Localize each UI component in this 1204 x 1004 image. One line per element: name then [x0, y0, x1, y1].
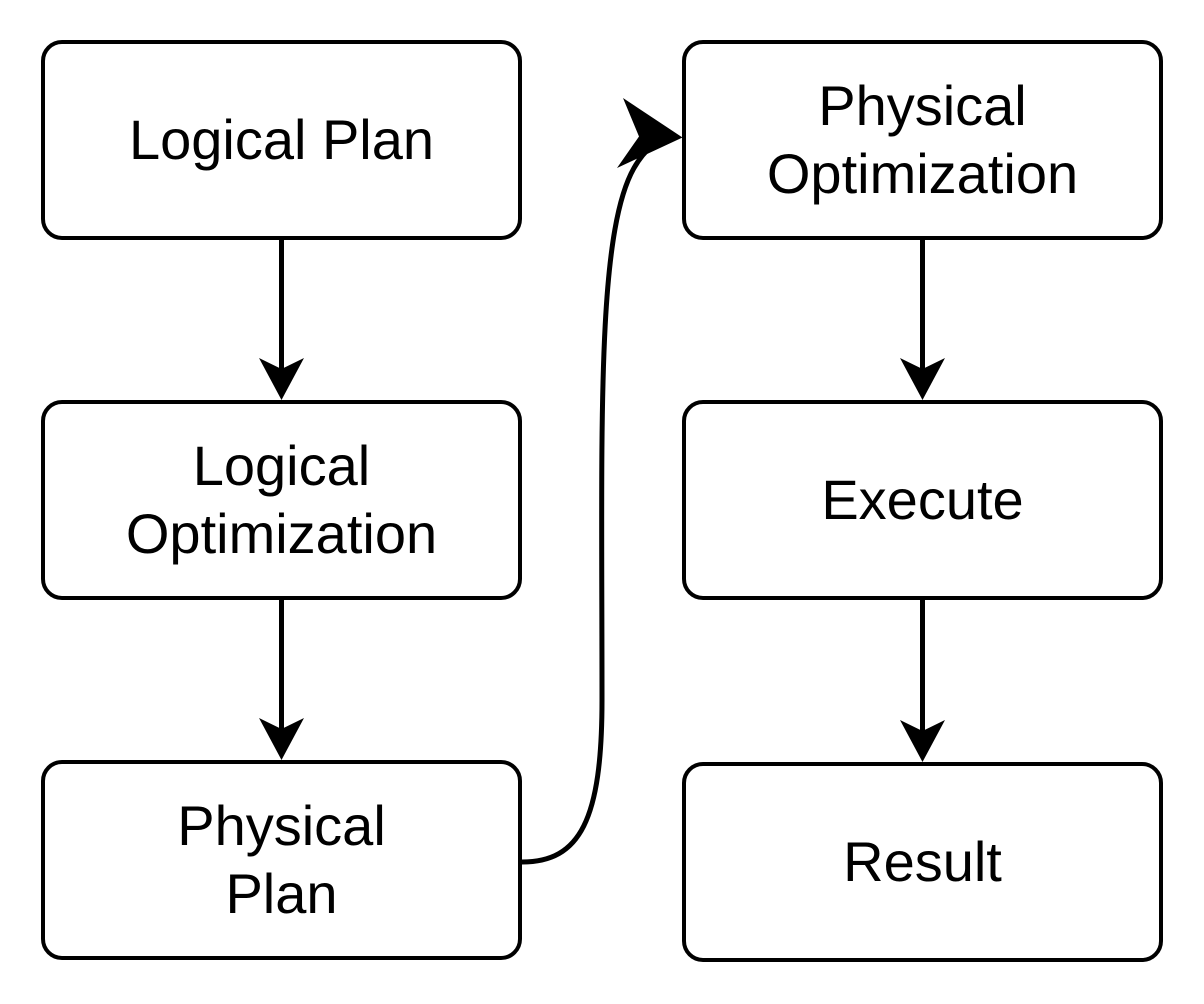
node-physical-optimization-label: Physical Optimization	[766, 74, 1079, 205]
arrowhead-icon	[900, 720, 945, 762]
arrowhead-icon	[617, 98, 683, 168]
edge-logical-optimization-to-physical-plan	[259, 600, 304, 760]
node-execute-label: Execute	[821, 468, 1024, 531]
edge-logical-plan-to-logical-optimization	[259, 240, 304, 400]
node-logical-optimization[interactable]: Logical Optimization	[41, 400, 522, 600]
node-physical-plan-label: Physical Plan	[177, 794, 386, 925]
edge-physical-plan-to-physical-optimization	[519, 98, 683, 865]
node-logical-plan-label: Logical Plan	[128, 108, 435, 171]
arrowhead-icon	[259, 718, 304, 760]
arrowhead-icon	[259, 358, 304, 400]
arrowhead-icon	[900, 358, 945, 400]
edge-physical-optimization-to-execute	[900, 240, 945, 400]
edge-execute-to-result	[900, 600, 945, 762]
node-physical-optimization[interactable]: Physical Optimization	[682, 40, 1163, 240]
node-execute[interactable]: Execute	[682, 400, 1163, 600]
node-physical-plan[interactable]: Physical Plan	[41, 760, 522, 960]
node-result-label: Result	[843, 830, 1002, 893]
node-logical-plan[interactable]: Logical Plan	[41, 40, 522, 240]
node-result[interactable]: Result	[682, 762, 1163, 962]
node-logical-optimization-label: Logical Optimization	[125, 434, 438, 565]
